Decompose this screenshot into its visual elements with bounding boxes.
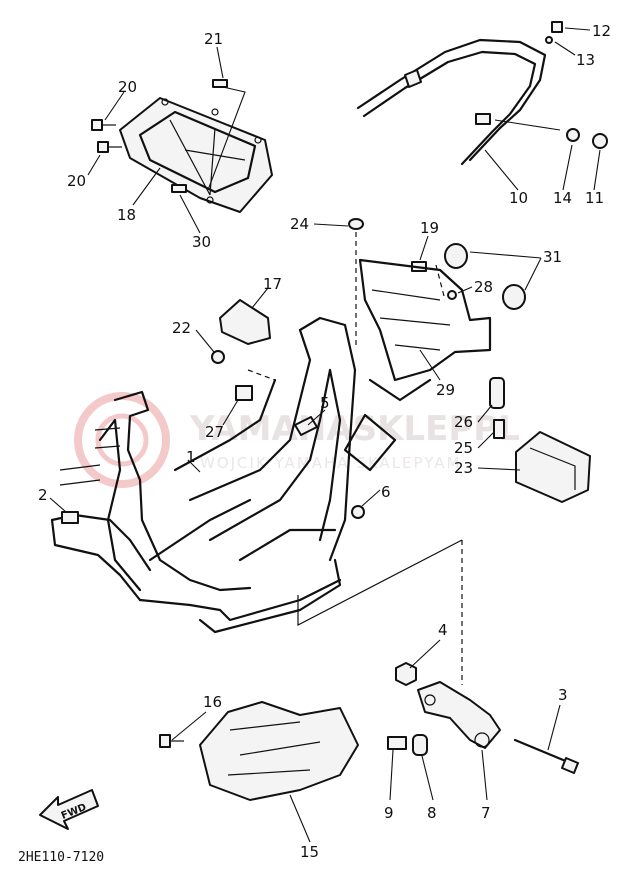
callout-30: 30	[192, 233, 211, 251]
part-8-collar	[412, 734, 428, 756]
part-16-bolt	[159, 734, 184, 748]
part-21-clip	[212, 79, 228, 88]
part-27-bracket	[235, 385, 253, 401]
watermark-subtext: WOJCIK YAMAHA SKALEPYAM	[200, 454, 461, 472]
part-10-grab-bar	[356, 38, 547, 166]
callout-28: 28	[474, 278, 493, 296]
part-6-nut	[351, 505, 365, 519]
part-23-cover	[515, 431, 591, 503]
part-24-grommet	[348, 218, 364, 230]
callout-labels: 21 20 20 18 30 12 13 10 14 11 24 19 31 2…	[38, 22, 611, 861]
callout-22: 22	[172, 319, 191, 337]
part-30-plate	[171, 184, 187, 193]
watermark: YAMAHASKLEPPL WOJCIK YAMAHA SKALEPYAM	[74, 392, 520, 488]
part-25-fitting	[493, 419, 505, 439]
callout-26: 26	[454, 413, 473, 431]
part-15-under-guard	[199, 701, 359, 801]
callout-14: 14	[553, 189, 572, 207]
callout-29: 29	[436, 381, 455, 399]
callout-18: 18	[117, 206, 136, 224]
callout-8: 8	[427, 804, 437, 822]
callout-7: 7	[481, 804, 491, 822]
watermark-text: YAMAHASKLEPPL	[189, 409, 520, 449]
diagram-code: 2HE110-7120	[18, 850, 104, 865]
part-4-nut	[395, 662, 417, 686]
callout-5: 5	[320, 394, 330, 412]
callout-6: 6	[381, 483, 391, 501]
callout-20-top: 20	[118, 78, 137, 96]
part-26-sleeve	[489, 377, 505, 409]
callout-4: 4	[438, 621, 448, 639]
callout-19: 19	[420, 219, 439, 237]
callout-20-bottom: 20	[67, 172, 86, 190]
part-17-bracket	[219, 299, 271, 345]
callout-27: 27	[205, 423, 224, 441]
callout-9: 9	[384, 804, 394, 822]
callout-2: 2	[38, 486, 48, 504]
leader-lines	[49, 27, 601, 843]
callout-10: 10	[509, 189, 528, 207]
callout-23: 23	[454, 459, 473, 477]
part-22-bolt	[211, 350, 225, 364]
fwd-arrow-icon: FWD	[39, 789, 99, 830]
callout-3: 3	[558, 686, 568, 704]
assembly-lines	[247, 232, 463, 685]
part-18-front-carrier	[119, 97, 273, 213]
callout-13: 13	[576, 51, 595, 69]
callout-16: 16	[203, 693, 222, 711]
watermark-logo-icon	[74, 392, 170, 488]
part-2-plate	[61, 511, 79, 524]
part-12-13-bolt	[545, 21, 563, 44]
callout-12: 12	[592, 22, 611, 40]
part-11-bolt	[592, 133, 608, 149]
callout-25: 25	[454, 439, 473, 457]
part-7-engine-link	[417, 681, 501, 749]
part-28-nut	[447, 290, 457, 300]
callout-21: 21	[204, 30, 223, 48]
callout-15: 15	[300, 843, 319, 861]
callout-1: 1	[186, 448, 196, 466]
part-1-main-frame	[50, 258, 492, 634]
callout-31: 31	[543, 248, 562, 266]
part-20-bolts	[91, 119, 122, 153]
callout-11: 11	[585, 189, 604, 207]
part-31-dampers	[444, 243, 526, 310]
callout-24: 24	[290, 215, 309, 233]
part-9-bushing	[387, 736, 407, 750]
callout-17: 17	[263, 275, 282, 293]
part-3-bolt	[513, 738, 579, 774]
part-14-collar	[566, 128, 580, 142]
